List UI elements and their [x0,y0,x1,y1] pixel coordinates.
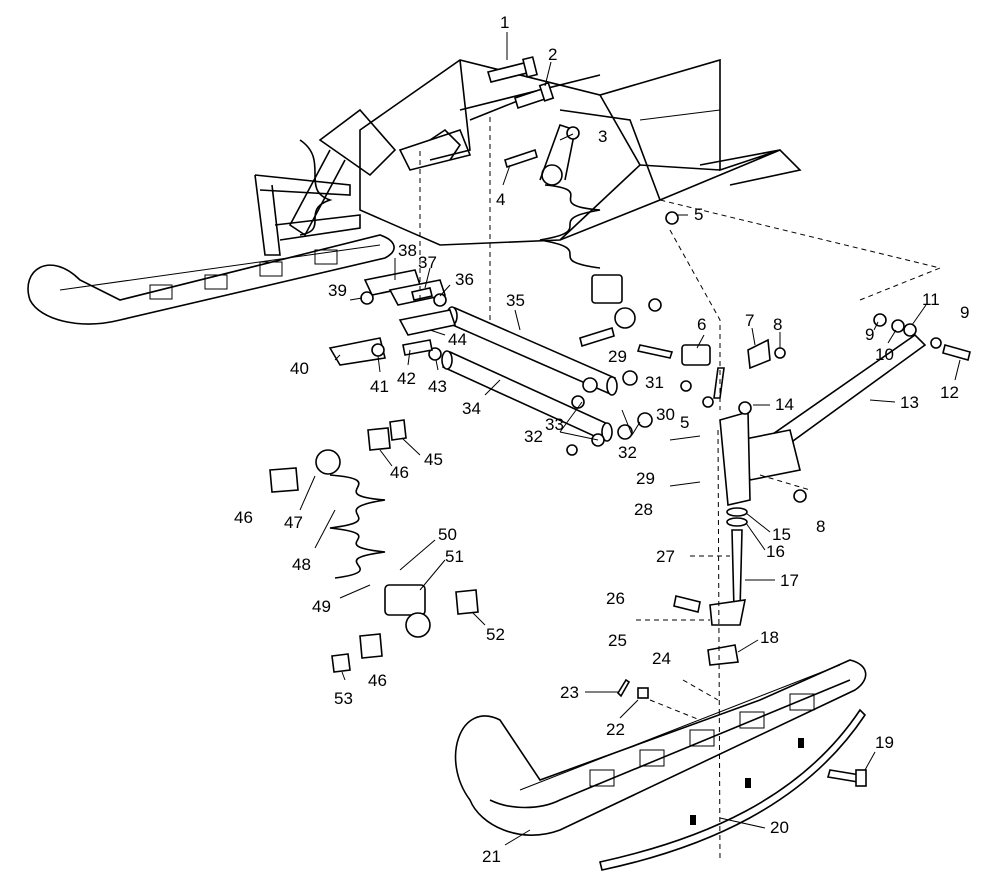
callout-41: 41 [370,377,389,396]
callout-47: 47 [284,513,303,532]
callout-23: 23 [560,683,579,702]
callout-13: 13 [900,393,919,412]
right-shock-mounted [539,123,636,329]
steering-components [566,126,786,408]
brackets-left [328,269,457,366]
callout-43: 43 [428,377,447,396]
callout-33: 33 [545,415,564,434]
shock-exploded [269,419,479,673]
left-shock-background [254,108,397,256]
callout-11: 11 [922,290,940,309]
callout-48: 48 [292,555,311,574]
callout-45: 45 [424,450,443,469]
callout-31: 31 [645,373,664,392]
callout-labels: 1 2 3 4 5 6 7 8 9 10 11 9 12 13 14 8 15 … [234,13,969,866]
callout-44: 44 [448,330,467,349]
bolts-4 [504,148,615,348]
callout-9: 9 [865,325,874,344]
runner-20 [599,708,867,871]
callout-6: 6 [697,315,706,334]
callout-53: 53 [334,689,353,708]
callout-46b: 46 [234,508,253,527]
callout-27: 27 [656,547,675,566]
callout-38: 38 [398,241,417,260]
callout-19: 19 [875,733,894,752]
callout-26: 26 [606,589,625,608]
callout-18: 18 [760,628,779,647]
callout-22: 22 [606,720,625,739]
pivot-tube-34 [441,350,613,442]
callout-51: 51 [445,547,464,566]
small-parts-22-23 [616,678,649,699]
callout-8b: 8 [816,517,825,536]
callout-7: 7 [745,311,754,330]
callout-8: 8 [773,315,782,334]
callout-35: 35 [506,291,525,310]
callout-12: 12 [940,383,959,402]
bolt-19 [826,769,867,787]
callout-39: 39 [328,281,347,300]
callout-36: 36 [455,270,474,289]
callout-5: 5 [694,205,703,224]
callout-46c: 46 [368,671,387,690]
callout-20: 20 [770,818,789,837]
callout-32: 32 [524,427,543,446]
callout-24: 24 [652,649,671,668]
callout-49: 49 [312,597,331,616]
callout-30: 30 [656,405,675,424]
callout-14: 14 [775,395,794,414]
callout-15: 15 [772,525,791,544]
callout-50: 50 [438,525,457,544]
callout-46a: 46 [390,463,409,482]
callout-10: 10 [875,345,894,364]
callout-3: 3 [598,127,607,146]
callout-4: 4 [496,190,505,209]
callout-9b: 9 [960,303,969,322]
callout-34: 34 [462,399,481,418]
callout-42: 42 [397,369,416,388]
callout-17: 17 [780,571,799,590]
callout-2: 2 [548,45,557,64]
leader-dashed-lines [419,115,942,861]
callout-25: 25 [608,631,627,650]
callout-16: 16 [766,542,785,561]
spindle-17 [673,401,752,666]
callout-28: 28 [634,500,653,519]
callout-5b: 5 [680,413,689,432]
callout-29b: 29 [636,469,655,488]
callout-52: 52 [486,625,505,644]
callout-1: 1 [500,13,509,32]
callout-40: 40 [290,359,309,378]
callout-37: 37 [418,253,437,272]
ski-21 [454,659,867,836]
bolt-2 [514,81,555,110]
callout-32b: 32 [618,443,637,462]
bolt-1 [486,56,538,83]
callout-21: 21 [482,847,501,866]
left-ski-background [27,234,395,325]
chassis-bulkhead [359,58,802,246]
tie-rod-13 [739,313,971,503]
callout-29: 29 [608,347,627,366]
